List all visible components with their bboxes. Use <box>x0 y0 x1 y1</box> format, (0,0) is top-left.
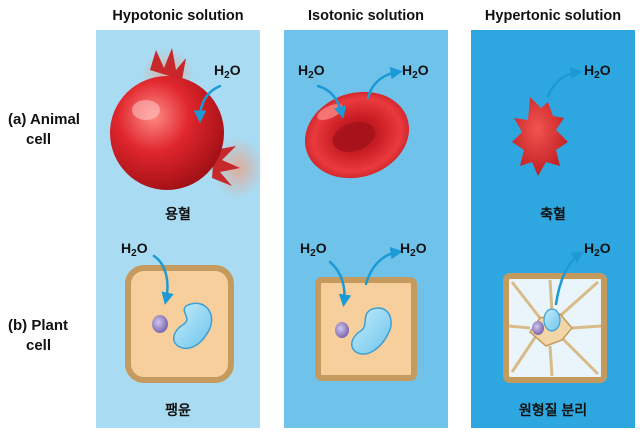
h2o-label: H2O <box>300 240 327 259</box>
result-label-animal-hypertonic: 축혈 <box>540 206 566 222</box>
h2o-label: H2O <box>400 240 427 259</box>
h2o-label: H2O <box>402 62 429 81</box>
animal-cell-hypertonic <box>512 97 568 176</box>
plant-cell-isotonic <box>315 277 417 381</box>
header-hypertonic: Hypertonic solution <box>484 8 622 24</box>
h2o-label: H2O <box>298 62 325 81</box>
row-label-animal: (a) Animal cell <box>8 111 80 148</box>
h2o-label: H2O <box>214 62 241 81</box>
h2o-label: H2O <box>584 62 611 81</box>
result-label-plant-hypotonic: 팽윤 <box>165 402 191 418</box>
animal-cell-hypotonic <box>110 48 264 198</box>
header-isotonic: Isotonic solution <box>308 8 424 24</box>
result-label-animal-hypotonic: 용혈 <box>165 206 191 222</box>
water-arrows <box>152 66 585 307</box>
result-label-plant-hypertonic: 원형질 분리 <box>518 402 588 418</box>
h2o-label: H2O <box>584 240 611 259</box>
plant-cell-hypertonic <box>503 273 607 383</box>
plant-cell-hypotonic <box>125 265 234 383</box>
h2o-label: H2O <box>121 240 148 259</box>
row-label-plant: (b) Plant cell <box>8 317 68 354</box>
header-hypotonic: Hypotonic solution <box>112 8 244 24</box>
